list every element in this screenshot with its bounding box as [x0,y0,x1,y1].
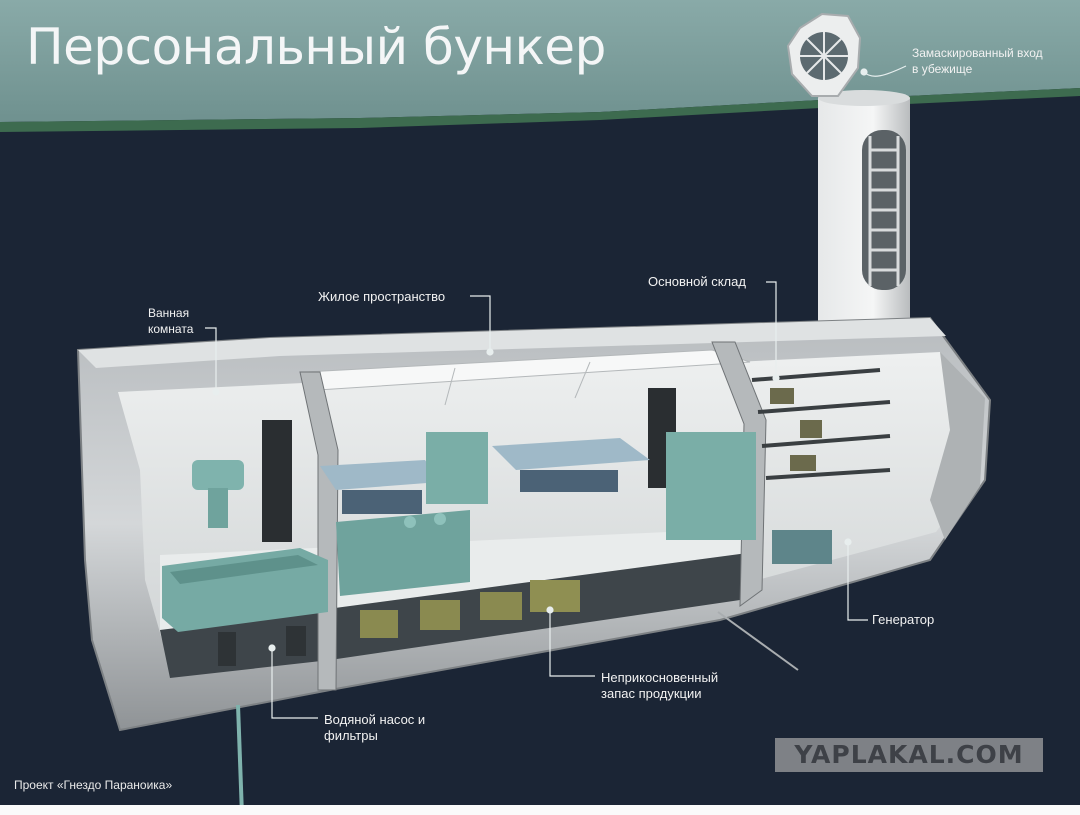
hull-top [78,318,946,368]
generator-label: Генератор [872,612,935,627]
food-crates [360,580,580,638]
hatch-icon [786,12,862,97]
ladder [868,136,900,286]
storage-label: Основной склад [648,274,746,289]
page-title: Персональный бункер [26,18,606,76]
water-pump [218,626,306,666]
sink [192,460,244,528]
fridge [666,432,756,540]
shelf-boxes [770,388,822,471]
living-label: Жилое пространство [318,289,446,304]
bathroom-label: Ванная комната [148,306,194,336]
bathroom-door [262,420,292,542]
shaft-rim [818,90,910,106]
reserve-label: Неприкосновенный запас продукции [601,670,719,701]
bed-left [320,460,440,514]
entrance-leader [860,65,907,77]
hull-end [930,352,985,540]
kitchen-counter [336,510,470,596]
grass-line [0,88,1080,132]
leader-lines [205,281,868,719]
bottom-strip [0,805,1080,815]
cabinet [426,432,488,504]
lower-deck-edge [717,611,799,671]
bed-right [492,438,650,492]
storage-shelves [751,368,891,480]
generator-unit [772,530,832,564]
bulkhead-left [299,371,339,691]
credit-text: Проект «Гнездо Параноика» [14,778,173,792]
water-pipe [236,704,244,815]
watermark: YAPLAKAL.COM [775,738,1043,772]
bathtub [162,548,328,632]
pump-label: Водяной насос и фильтры [324,712,426,743]
entrance-label: Замаскированный вход в убежище [912,46,1043,76]
